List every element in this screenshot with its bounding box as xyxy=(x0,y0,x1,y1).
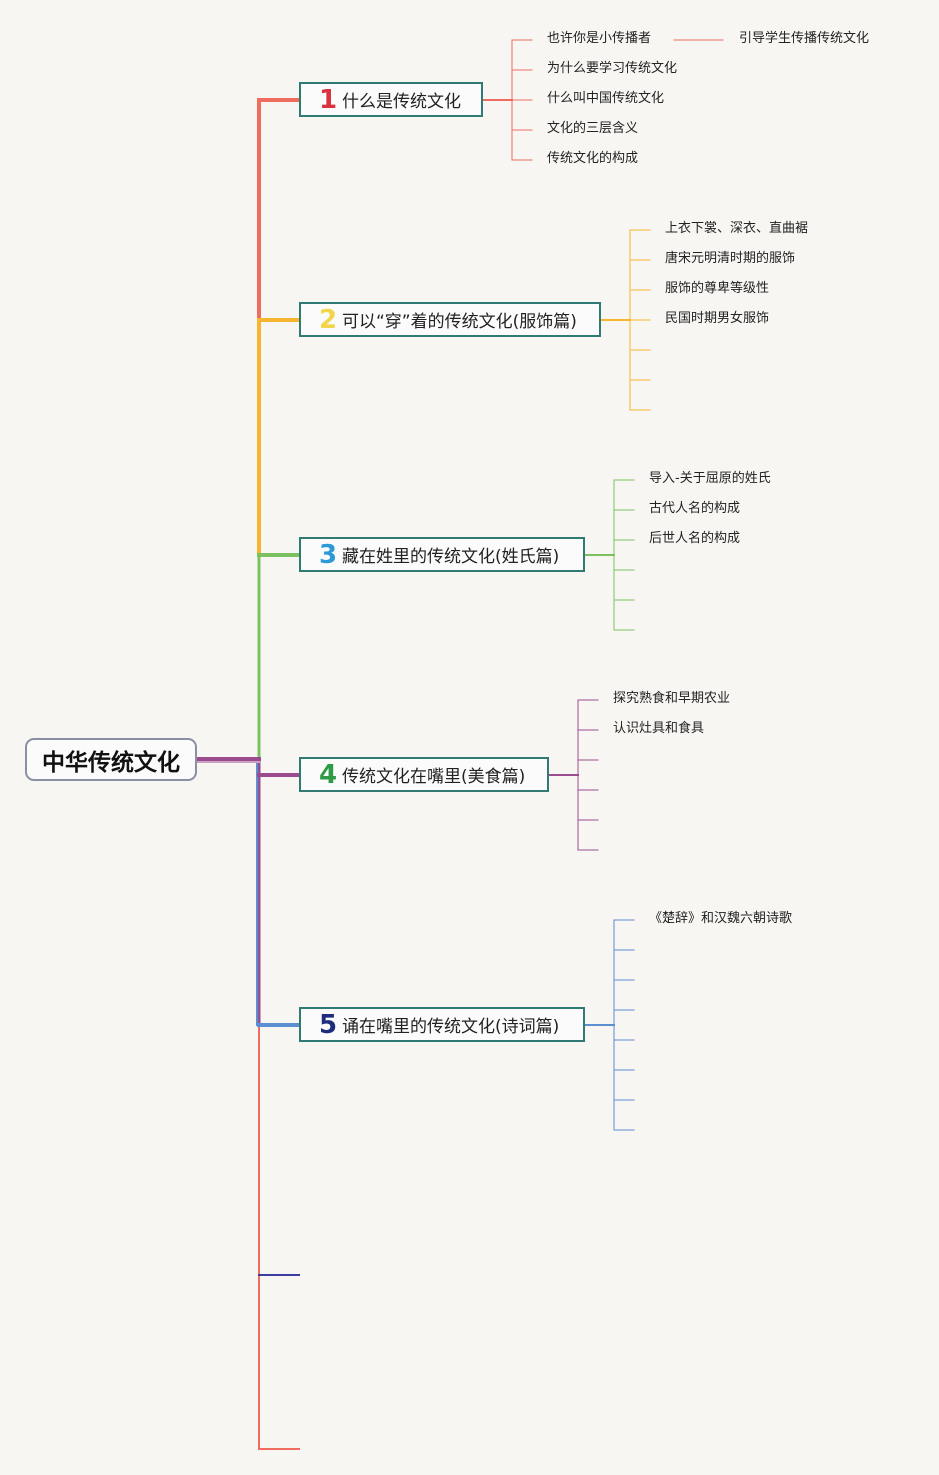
topic-number: 1 xyxy=(318,84,338,115)
leaf-item[interactable]: 唐宋元明清时期的服饰 xyxy=(665,251,796,266)
sub-leaf-item[interactable]: 引导学生传播传统文化 xyxy=(739,31,870,46)
topic-label: 藏在姓里的传统文化(姓氏篇) xyxy=(342,547,560,567)
leaf-item[interactable]: 古代人名的构成 xyxy=(649,501,741,516)
leaf-item[interactable]: 认识灶具和食具 xyxy=(613,721,705,736)
leaf-item[interactable]: 传统文化的构成 xyxy=(547,151,639,166)
leaf-item[interactable]: 什么叫中国传统文化 xyxy=(547,91,665,106)
leaf-item[interactable]: 上衣下裳、深衣、直曲裾 xyxy=(665,221,809,236)
root-node[interactable]: 中华传统文化 xyxy=(25,738,197,781)
leaf-item[interactable]: 导入-关于屈原的姓氏 xyxy=(649,471,771,486)
topic-number: 5 xyxy=(318,1009,338,1040)
topic-label: 什么是传统文化 xyxy=(342,92,461,112)
leaf-item[interactable]: 服饰的尊卑等级性 xyxy=(665,281,770,296)
root-label: 中华传统文化 xyxy=(42,749,180,776)
topic-label: 可以“穿”着的传统文化(服饰篇) xyxy=(342,312,577,332)
leaf-item[interactable]: 为什么要学习传统文化 xyxy=(547,61,678,76)
topic-label: 诵在嘴里的传统文化(诗词篇) xyxy=(342,1017,560,1037)
topic-label: 传统文化在嘴里(美食篇) xyxy=(342,767,526,787)
leaf-item[interactable]: 《楚辞》和汉魏六朝诗歌 xyxy=(649,911,793,926)
topic-number: 2 xyxy=(318,304,338,335)
leaf-item[interactable]: 民国时期男女服饰 xyxy=(665,311,770,326)
leaf-item[interactable]: 后世人名的构成 xyxy=(649,531,741,546)
leaf-item[interactable]: 文化的三层含义 xyxy=(547,121,639,136)
leaf-item[interactable]: 也许你是小传播者 xyxy=(547,31,652,46)
topic-number: 4 xyxy=(318,759,338,790)
leaf-item[interactable]: 探究熟食和早期农业 xyxy=(613,691,731,706)
topic-number: 3 xyxy=(318,539,338,570)
